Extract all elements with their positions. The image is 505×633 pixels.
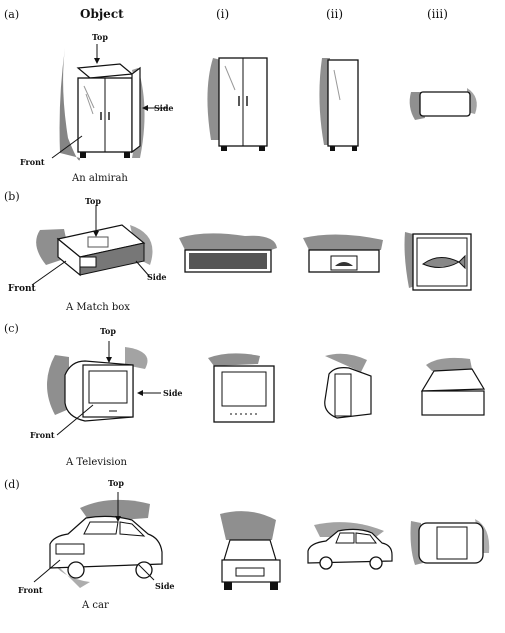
row-label-d: (d): [4, 479, 20, 490]
television-front-label: Front: [30, 431, 55, 439]
television-caption: A Television: [66, 458, 127, 468]
row-label-a: (a): [4, 9, 19, 20]
almirah-view-3: [405, 82, 485, 127]
car-side-label: Side: [155, 582, 175, 590]
matchbox-view-2: [297, 230, 387, 280]
car-view-2: [300, 515, 400, 575]
television-top-label: Top: [100, 327, 116, 335]
car-front-label: Front: [18, 586, 43, 594]
car-view-1: [210, 510, 290, 600]
almirah-front-label: Front: [20, 158, 45, 166]
matchbox-view-1: [175, 230, 280, 280]
television-view-2: [305, 350, 390, 430]
car-caption: A car: [82, 601, 109, 611]
almirah-view-1: [195, 50, 285, 155]
almirah-top-label: Top: [92, 33, 108, 41]
almirah-caption: An almirah: [72, 174, 128, 184]
matchbox-top-label: Top: [85, 197, 101, 205]
header-view-1: (i): [216, 8, 229, 20]
television-view-3: [410, 355, 495, 425]
almirah-side-label: Side: [154, 104, 174, 112]
matchbox-front-label: Front: [8, 285, 36, 294]
matchbox-view-3: [403, 226, 483, 296]
header-object: Object: [80, 8, 124, 20]
matchbox-caption: A Match box: [66, 303, 130, 313]
television-side-label: Side: [163, 389, 183, 397]
header-view-2: (ii): [326, 8, 343, 20]
matchbox-side-label: Side: [147, 273, 167, 281]
car-top-label: Top: [108, 479, 124, 487]
television-view-1: [200, 350, 285, 430]
almirah-view-2: [310, 50, 370, 155]
car-view-3: [405, 513, 500, 573]
row-label-c: (c): [4, 323, 19, 334]
header-view-3: (iii): [427, 8, 448, 20]
car-object-drawing: [20, 478, 190, 598]
